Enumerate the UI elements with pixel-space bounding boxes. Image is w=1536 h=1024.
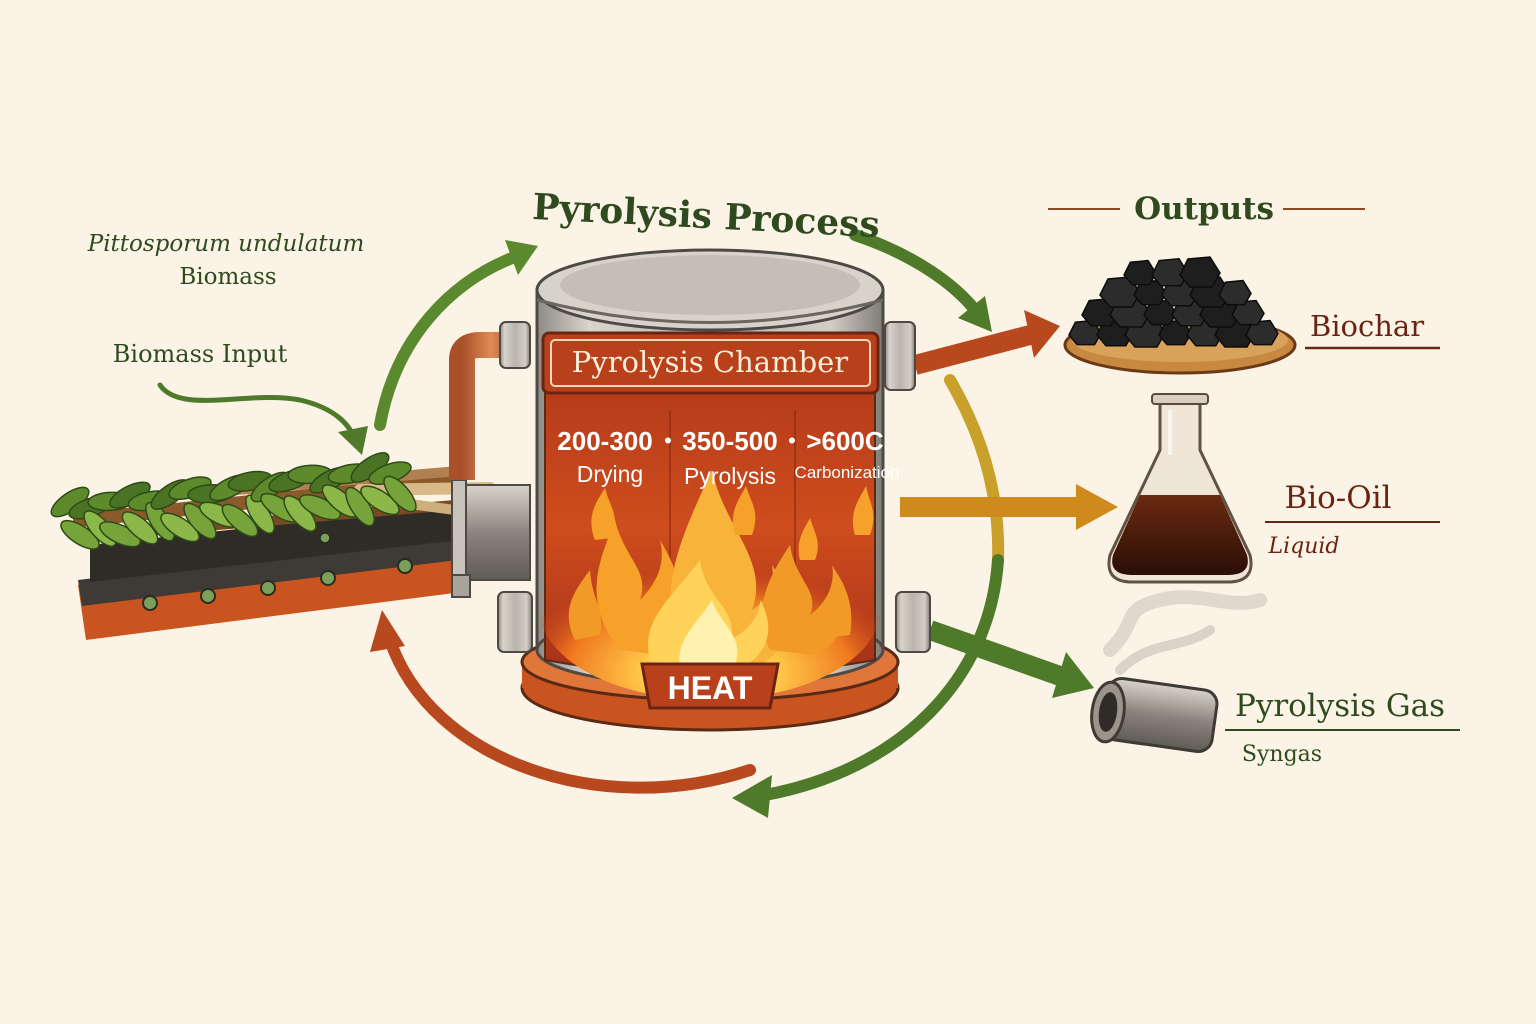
feed-pipe [449, 321, 531, 598]
zone-name-pyrolysis: Pyrolysis [684, 463, 776, 489]
cycle-arrow-lower-left [384, 634, 756, 794]
chamber-label: Pyrolysis Chamber [572, 345, 849, 379]
arrowhead [338, 426, 368, 455]
leaf-icon [98, 521, 142, 548]
zone-separator: • [664, 428, 672, 453]
flames [568, 470, 874, 668]
output-gas-sub: Syngas [1242, 742, 1322, 767]
arrowhead [505, 240, 538, 275]
zone-separator: • [788, 428, 796, 453]
arrow-to-gas [926, 620, 1064, 686]
biochar-lump-icon [1218, 279, 1252, 306]
bio-oil-flask [1107, 393, 1253, 584]
species-biomass-label: Biomass [179, 264, 276, 290]
zone-name-carbonization: Carbonization [795, 463, 900, 482]
output-biochar-label: Biochar [1310, 309, 1424, 343]
biomass-input-arrow [157, 382, 358, 443]
biochar-lump-icon [1179, 256, 1221, 288]
cycle-arrow-right-green [759, 554, 1004, 801]
arrowhead [732, 775, 772, 818]
gas-pipe [1090, 590, 1267, 754]
biochar-lump-icon [1123, 259, 1157, 286]
arrowhead [1024, 310, 1060, 358]
diagram-title: Pyrolysis Process [531, 186, 880, 246]
arrowhead [958, 296, 992, 332]
zone-name-drying: Drying [577, 461, 643, 487]
leaf-icon [60, 519, 100, 550]
leaves [50, 452, 417, 550]
leaf-icon [221, 503, 259, 538]
output-bio-oil-label: Bio-Oil [1284, 480, 1391, 516]
cycle-arrow-upper-left [374, 249, 526, 431]
leaf-icon [383, 475, 417, 513]
zone-temp-carbonization: >600C [806, 426, 884, 456]
output-bio-oil-sub: Liquid [1267, 534, 1339, 559]
leaf-icon [360, 485, 400, 516]
pyrolysis-chamber [497, 248, 931, 732]
arrow-to-biochar [912, 325, 1033, 375]
heat-label: HEAT [668, 670, 753, 706]
arrowhead [1052, 652, 1094, 698]
biomass-input-label: Biomass Input [113, 340, 288, 368]
zone-temp-drying: 200-300 [557, 426, 652, 456]
zone-temp-pyrolysis: 350-500 [682, 426, 777, 456]
leaf-icon [121, 511, 159, 545]
biochar-pile [1068, 256, 1279, 348]
outputs-heading: Outputs [1134, 191, 1274, 227]
cycle-arrow-upper-right [849, 229, 981, 316]
arrowhead [370, 610, 405, 652]
species-name: Pittosporum undulatum [87, 231, 365, 257]
biochar-plate [1063, 256, 1297, 375]
leaf-icon [298, 494, 342, 521]
outputs-heading-group: Outputs [1048, 191, 1365, 227]
temperature-zones: 200-300 • 350-500 • >600C Drying Pyrolys… [557, 426, 899, 489]
cycle-arrow-right-amber [944, 374, 1005, 566]
arrowhead [1076, 484, 1118, 530]
output-gas-label: Pyrolysis Gas [1235, 688, 1445, 724]
leaf-icon [160, 512, 200, 543]
